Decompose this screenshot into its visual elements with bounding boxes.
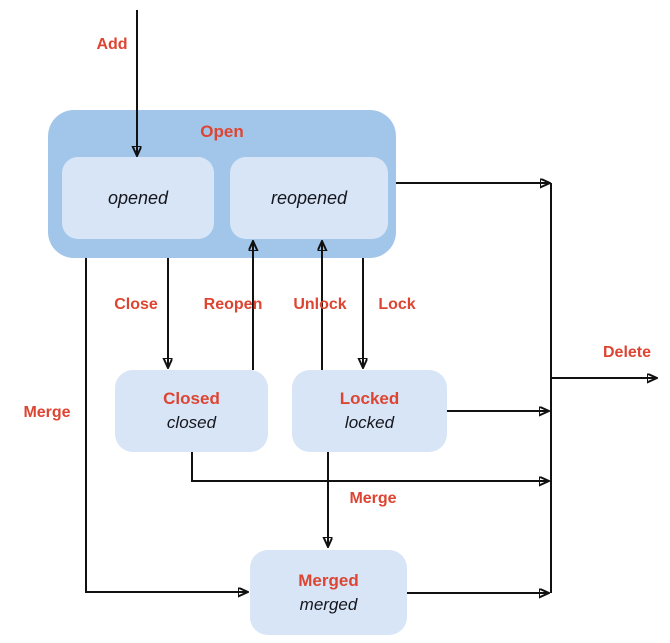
closed-state-box: Closed closed <box>115 370 268 452</box>
merged-state-title: Merged <box>298 570 359 590</box>
merged-state-label: merged <box>299 594 358 614</box>
merge-locked-transition-label: Merge <box>349 490 397 507</box>
open-group-title: Open <box>200 122 244 141</box>
locked-state-title: Locked <box>339 389 400 408</box>
unlock-transition-label: Unlock <box>293 296 347 313</box>
reopen-transition-label: Reopen <box>203 296 263 313</box>
closed-state-title: Closed <box>163 389 220 408</box>
opened-state-box: opened <box>62 157 214 239</box>
delete-transition-label: Delete <box>602 344 652 361</box>
reopened-state-label: reopened <box>270 187 348 208</box>
closed-to-delete-arrow <box>191 452 548 481</box>
add-transition-label: Add <box>96 36 128 53</box>
lock-transition-label: Lock <box>378 296 416 313</box>
locked-state-box: Locked locked <box>292 370 447 452</box>
locked-state-label: locked <box>344 413 395 432</box>
closed-state-label: closed <box>166 413 217 432</box>
opened-state-label: opened <box>107 187 169 208</box>
reopened-state-box: reopened <box>230 157 388 239</box>
close-transition-label: Close <box>114 296 158 313</box>
merge-open-transition-label: Merge <box>23 404 71 421</box>
merged-state-box: Merged merged <box>250 550 407 635</box>
